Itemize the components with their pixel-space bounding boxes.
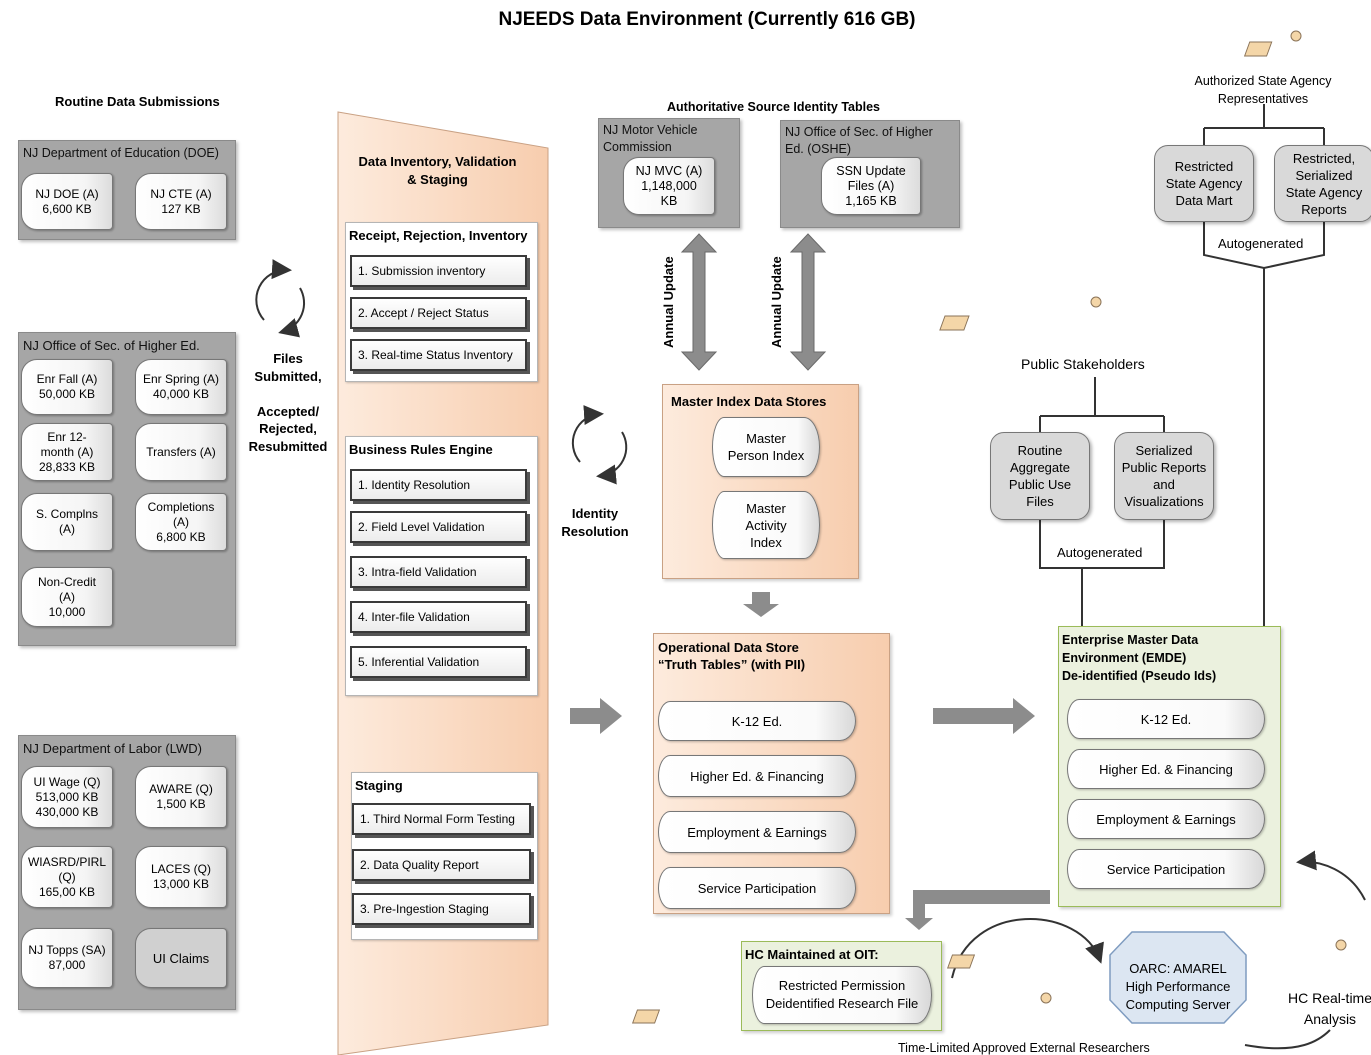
identity-resolution-label: Identity Resolution	[561, 506, 629, 539]
rules-step-2: 2. Field Level Validation	[350, 511, 527, 543]
oshe-ssn-name: NJ Office of Sec. of Higher Ed. (OSHE)	[785, 125, 933, 156]
emde-panel: Enterprise Master Data Environment (EMDE…	[1058, 626, 1281, 907]
staging-step-3: 3. Pre-Ingestion Staging	[352, 893, 531, 925]
receipt-section: Receipt, Rejection, Inventory 1. Submiss…	[345, 222, 538, 382]
rules-section: Business Rules Engine 1. Identity Resolu…	[345, 436, 538, 696]
ods-heading: Operational Data Store “Truth Tables” (w…	[658, 640, 806, 672]
mvc-panel: NJ Motor Vehicle Commission NJ MVC (A) 1…	[598, 118, 740, 228]
state-heading: Authorized State Agency Representatives	[1194, 74, 1332, 106]
emde-table-service: Service Participation	[1067, 849, 1265, 889]
inventory-heading: Data Inventory, Validation & Staging	[358, 154, 517, 187]
state-output-datamart: Restricted State Agency Data Mart	[1154, 145, 1254, 222]
rules-step-1: 1. Identity Resolution	[350, 469, 527, 501]
file-transfers: Transfers (A)	[135, 423, 227, 481]
receipt-step-1: 1. Submission inventory	[350, 255, 527, 287]
file-mvc: NJ MVC (A) 1,148,000 KB	[623, 157, 715, 215]
file-enr-spring: Enr Spring (A) 40,000 KB	[135, 359, 227, 415]
oshe-name: NJ Office of Sec. of Higher Ed.	[23, 338, 200, 353]
page-title: NJEEDS Data Environment (Currently 616 G…	[498, 9, 916, 30]
staging-heading: Staging	[355, 778, 403, 793]
receipt-step-2: 2. Accept / Reject Status	[350, 297, 527, 329]
annual-update-label-1: Annual Update	[661, 256, 676, 348]
ods-table-higher-ed: Higher Ed. & Financing	[658, 755, 856, 797]
annual-update-label-2: Annual Update	[769, 256, 784, 348]
file-ssn-update: SSN Update Files (A) 1,165 KB	[821, 157, 921, 215]
file-noncredit: Non-Credit (A) 10,000	[21, 567, 113, 627]
arrow-to-emde	[933, 698, 1035, 734]
master-index-panel: Master Index Data Stores Master Person I…	[662, 384, 859, 579]
ods-table-employment: Employment & Earnings	[658, 811, 856, 853]
authoritative-heading: Authoritative Source Identity Tables	[667, 100, 881, 114]
desk-icons	[631, 30, 1347, 1024]
file-enr-fall: Enr Fall (A) 50,000 KB	[21, 359, 113, 415]
lwd-panel: NJ Department of Labor (LWD) UI Wage (Q)…	[18, 735, 236, 1010]
file-njtopps: NJ Topps (SA) 87,000	[21, 928, 113, 988]
file-completions: Completions (A) 6,800 KB	[135, 493, 227, 551]
arrow-to-ods	[570, 698, 622, 734]
arrow-down-master	[743, 592, 779, 617]
receipt-step-3: 3. Real-time Status Inventory	[350, 339, 527, 371]
file-ui-wage: UI Wage (Q) 513,000 KB 430,000 KB	[21, 766, 113, 828]
emde-table-employment: Employment & Earnings	[1067, 799, 1265, 839]
emde-heading: Enterprise Master Data Environment (EMDE…	[1062, 633, 1217, 683]
oshe-panel: NJ Office of Sec. of Higher Ed. Enr Fall…	[18, 332, 236, 646]
store-master-person: Master Person Index	[712, 417, 820, 477]
staging-step-2: 2. Data Quality Report	[352, 849, 531, 881]
ods-table-k12: K-12 Ed.	[658, 701, 856, 741]
file-complns: S. Complns (A)	[21, 493, 113, 551]
public-output-reports: Serialized Public Reports and Visualizat…	[1114, 432, 1214, 520]
hc-research-file: Restricted Permission Deidentified Resea…	[752, 966, 932, 1024]
file-doe: NJ DOE (A) 6,600 KB	[21, 173, 113, 230]
annual-update-arrow-2	[789, 233, 827, 371]
lwd-name: NJ Department of Labor (LWD)	[23, 741, 202, 756]
file-cte: NJ CTE (A) 127 KB	[135, 173, 227, 230]
oshe-ssn-panel: NJ Office of Sec. of Higher Ed. (OSHE) S…	[780, 120, 960, 228]
staging-section: Staging 1. Third Normal Form Testing 2. …	[351, 772, 538, 940]
staging-step-1: 1. Third Normal Form Testing	[352, 803, 531, 835]
hc-panel: HC Maintained at OIT: Restricted Permiss…	[741, 941, 942, 1031]
oarc-label: OARC: AMAREL High Performance Computing …	[1125, 961, 1231, 1012]
file-laces: LACES (Q) 13,000 KB	[135, 846, 227, 908]
doe-panel: NJ Department of Education (DOE) NJ DOE …	[18, 140, 236, 240]
emde-table-k12: K-12 Ed.	[1067, 699, 1265, 739]
ods-table-service: Service Participation	[658, 867, 856, 909]
emde-table-higher-ed: Higher Ed. & Financing	[1067, 749, 1265, 789]
files-submitted-label: Files Submitted, Accepted/ Rejected, Res…	[248, 351, 328, 454]
file-ui-claims: UI Claims	[135, 928, 227, 988]
file-enr-12month: Enr 12- month (A) 28,833 KB	[21, 423, 113, 481]
hc-heading: HC Maintained at OIT:	[745, 947, 879, 962]
state-autogenerated: Autogenerated	[1218, 236, 1304, 251]
rules-step-5: 5. Inferential Validation	[350, 646, 527, 678]
oarc-octagon	[1109, 931, 1247, 1024]
rules-step-3: 3. Intra-field Validation	[350, 556, 527, 588]
realtime-label: HC Real-time Analysis	[1287, 990, 1371, 1027]
annual-update-arrow-1	[680, 233, 718, 371]
master-index-heading: Master Index Data Stores	[671, 394, 827, 409]
researchers-label: Time-Limited Approved External Researche…	[898, 1041, 1150, 1055]
routine-heading: Routine Data Submissions	[55, 94, 220, 109]
doe-name: NJ Department of Education (DOE)	[23, 146, 219, 160]
file-wiasrd: WIASRD/PIRL (Q) 165,00 KB	[21, 846, 113, 908]
store-master-activity: Master Activity Index	[712, 491, 820, 559]
arrow-emde-to-hc	[905, 890, 1050, 930]
mvc-name: NJ Motor Vehicle Commission	[603, 123, 698, 154]
public-autogenerated: Autogenerated	[1057, 545, 1143, 560]
ods-panel: Operational Data Store “Truth Tables” (w…	[653, 633, 890, 914]
receipt-heading: Receipt, Rejection, Inventory	[349, 228, 528, 243]
rules-step-4: 4. Inter-file Validation	[350, 601, 527, 633]
state-output-reports: Restricted, Serialized State Agency Repo…	[1274, 145, 1371, 222]
rules-heading: Business Rules Engine	[349, 442, 493, 457]
file-aware: AWARE (Q) 1,500 KB	[135, 766, 227, 828]
public-heading: Public Stakeholders	[1021, 356, 1145, 372]
public-output-files: Routine Aggregate Public Use Files	[990, 432, 1090, 520]
